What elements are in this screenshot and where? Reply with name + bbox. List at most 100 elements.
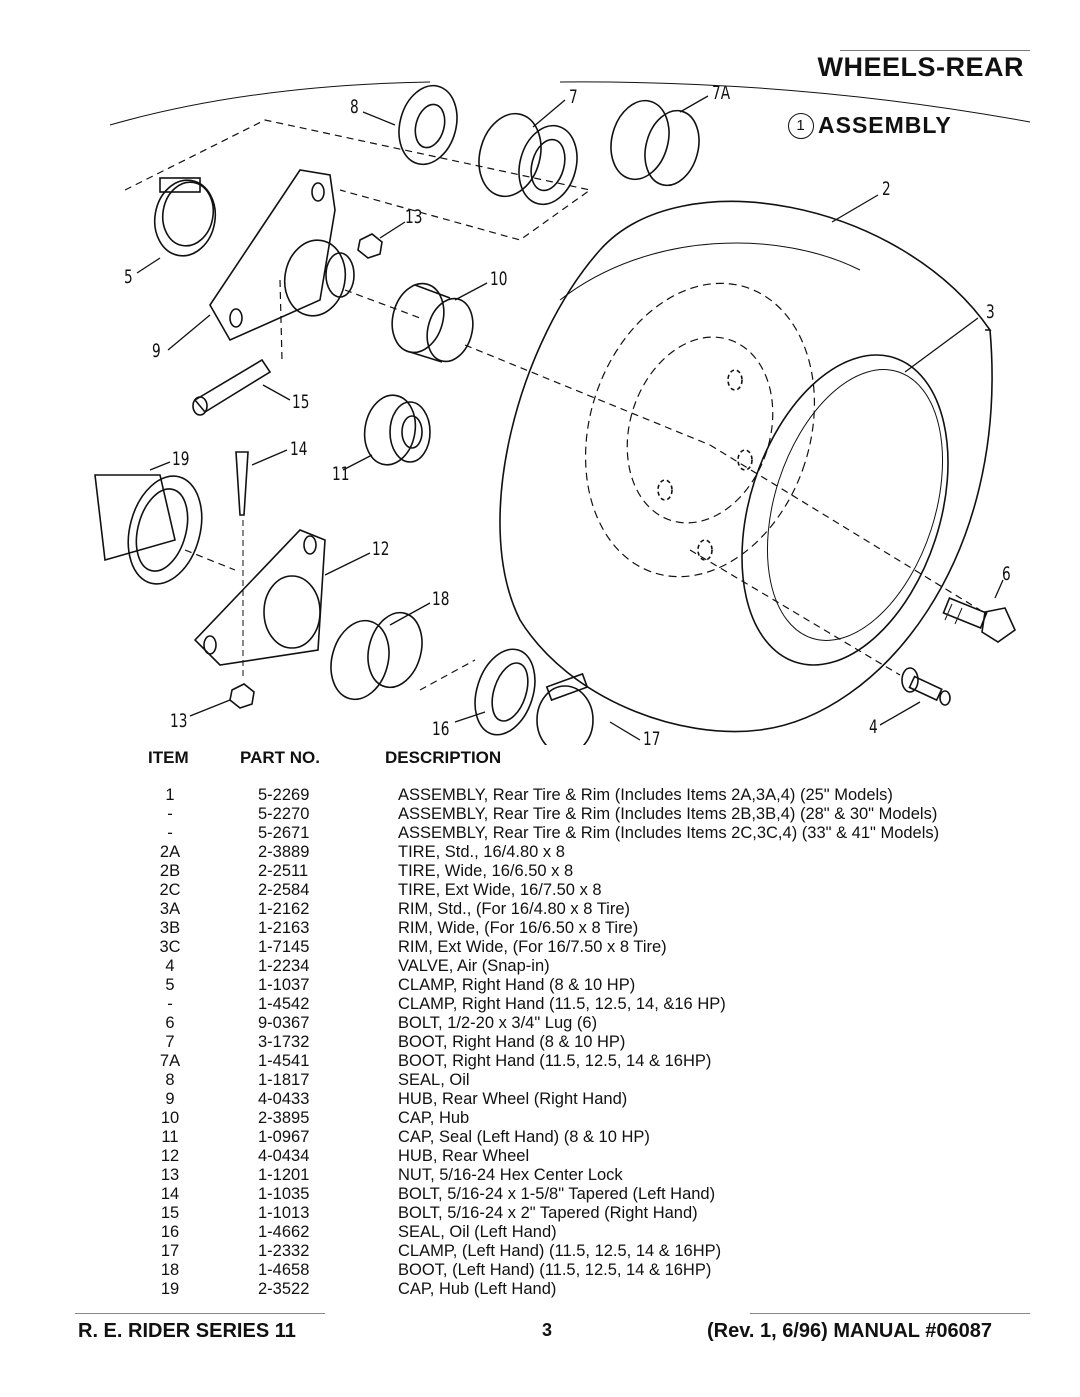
header-item: ITEM: [148, 748, 189, 767]
item-cell: 8: [165, 1071, 175, 1089]
item-cell: 5: [165, 976, 175, 994]
part-number-cell: 1-2163: [258, 919, 310, 937]
tire: [499, 200, 993, 733]
part-number-cell: 9-0367: [258, 1014, 310, 1032]
callout-15: 15: [292, 391, 310, 413]
item-cell: 3A: [159, 900, 181, 918]
item-cell: 7: [165, 1033, 175, 1051]
part-number-cell: 3-1732: [258, 1033, 310, 1051]
description-cell: NUT, 5/16-24 Hex Center Lock: [398, 1166, 623, 1184]
description-cell: CLAMP, (Left Hand) (11.5, 12.5, 14 & 16H…: [398, 1242, 722, 1260]
swoosh-line-right: [559, 81, 1031, 123]
item-cell: 3B: [159, 919, 181, 937]
description-cell: ASSEMBLY, Rear Tire & Rim (Includes Item…: [398, 824, 940, 842]
description-cell: BOLT, 1/2-20 x 3/4" Lug (6): [398, 1014, 598, 1032]
hub-left: [193, 529, 326, 666]
part-number-cell: 2-3522: [258, 1280, 310, 1298]
oil-seal-left: [474, 648, 536, 736]
part-number-cell: 1-1817: [258, 1071, 310, 1089]
seal-cap-left: [363, 394, 431, 466]
page-title: WHEELS-REAR: [817, 52, 1024, 82]
part-number-cell: 2-2511: [258, 862, 309, 880]
exploded-parts-diagram: [94, 81, 1031, 745]
item-cell: 1: [165, 786, 175, 804]
callout-7a: 7A: [712, 82, 731, 104]
table-row: 15 1-1013 BOLT, 5/16-24 x 2" Tapered (Righ…: [140, 1204, 990, 1223]
tapered-bolt-right: [192, 358, 272, 416]
table-row: 7A 1-4541 BOOT, Right Hand (11.5, 12.5, 14…: [140, 1052, 990, 1071]
table-row: 19 2-3522 CAP, Hub (Left Hand): [140, 1280, 990, 1299]
callout-9: 9: [152, 340, 161, 362]
item-cell: 18: [160, 1261, 180, 1279]
item-cell: -: [167, 995, 173, 1013]
table-row: 12 4-0434 HUB, Rear Wheel: [140, 1147, 990, 1166]
table-row: 2B 2-2511 TIRE, Wide, 16/6.50 x 8: [140, 862, 990, 881]
item-cell: 17: [160, 1242, 180, 1260]
callout-11: 11: [332, 463, 350, 485]
table-row: 17 1-2332 CLAMP, (Left Hand) (11.5, 12.5, …: [140, 1242, 990, 1261]
part-number-cell: 1-4662: [258, 1223, 310, 1241]
description-cell: CAP, Seal (Left Hand) (8 & 10 HP): [398, 1128, 650, 1146]
part-number-cell: 1-4541: [258, 1052, 310, 1070]
hub-cap: [391, 282, 474, 363]
part-number-cell: 4-0434: [258, 1147, 310, 1165]
item-cell: 7A: [159, 1052, 181, 1070]
valve-stem: [901, 667, 951, 706]
part-number-cell: 1-4658: [258, 1261, 310, 1279]
description-cell: HUB, Rear Wheel: [398, 1147, 530, 1165]
description-cell: BOLT, 5/16-24 x 2" Tapered (Right Hand): [398, 1204, 698, 1222]
header-description: DESCRIPTION: [385, 748, 502, 767]
part-number-cell: 1-0967: [258, 1128, 310, 1146]
hex-nut-lower: [229, 683, 255, 709]
assembly-label-text: ASSEMBLY: [818, 112, 952, 138]
item-cell: 13: [160, 1166, 180, 1184]
callout-8: 8: [350, 96, 359, 118]
item-cell: 2C: [159, 881, 181, 899]
guide-lines: [124, 119, 981, 691]
part-number-cell: 2-2584: [258, 881, 310, 899]
part-number-cell: 1-1013: [258, 1204, 310, 1222]
description-cell: BOOT, Right Hand (11.5, 12.5, 14 & 16HP): [398, 1052, 712, 1070]
item-cell: 12: [160, 1147, 180, 1165]
description-cell: CLAMP, Right Hand (8 & 10 HP): [398, 976, 636, 994]
description-cell: TIRE, Ext Wide, 16/7.50 x 8: [398, 881, 602, 899]
part-number-cell: 2-3889: [258, 843, 310, 861]
callout-13-lower: 13: [170, 710, 188, 732]
item-cell: 2A: [159, 843, 181, 861]
part-number-cell: 5-2269: [258, 786, 310, 804]
item-cell: 14: [160, 1185, 180, 1203]
part-number-cell: 2-3895: [258, 1109, 310, 1127]
callout-10: 10: [490, 268, 508, 290]
clamp-right: [153, 177, 217, 257]
callout-2: 2: [882, 178, 891, 200]
callout-leaders: [136, 95, 1004, 741]
item-cell: 19: [160, 1280, 180, 1298]
description-cell: CAP, Hub (Left Hand): [398, 1280, 557, 1298]
hub-cap-left: [94, 474, 203, 585]
part-number-cell: 1-2332: [258, 1242, 310, 1260]
title-rule: [840, 50, 1030, 51]
item-cell: 2B: [159, 862, 181, 880]
description-cell: SEAL, Oil: [398, 1071, 470, 1089]
footer-page-number: 3: [542, 1320, 553, 1340]
boot-right: [478, 112, 578, 206]
description-cell: RIM, Ext Wide, (For 16/7.50 x 8 Tire): [398, 938, 667, 956]
item-cell: 15: [160, 1204, 180, 1222]
rim: [584, 282, 949, 666]
description-cell: ASSEMBLY, Rear Tire & Rim (Includes Item…: [398, 786, 893, 804]
callout-3: 3: [986, 301, 995, 323]
tapered-bolt-left: [235, 451, 249, 516]
description-cell: CLAMP, Right Hand (11.5, 12.5, 14, &16 H…: [398, 995, 726, 1013]
description-cell: TIRE, Wide, 16/6.50 x 8: [398, 862, 574, 880]
swoosh-line-left: [109, 81, 431, 126]
